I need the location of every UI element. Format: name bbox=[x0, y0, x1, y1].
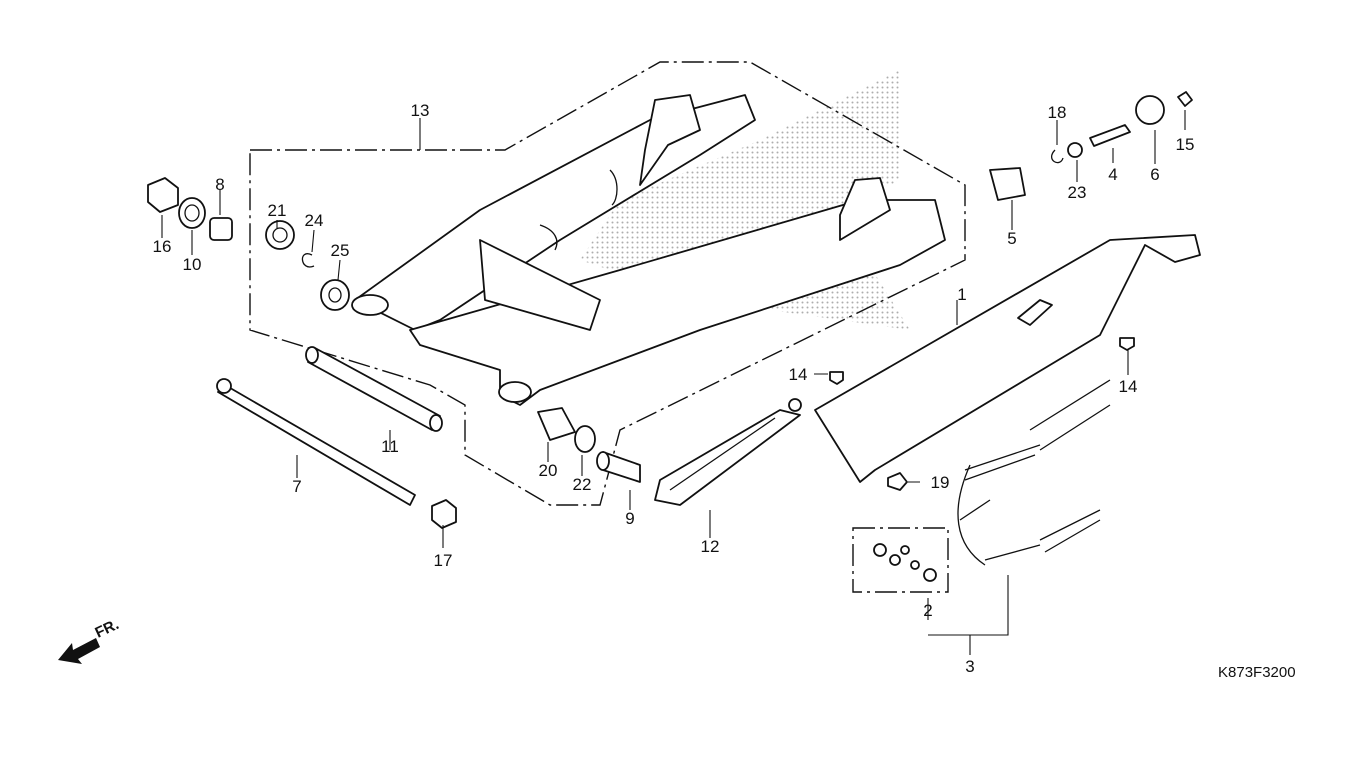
callout-leaders bbox=[161, 110, 1186, 655]
bushing-8 bbox=[209, 217, 233, 241]
callout-7: 7 bbox=[292, 477, 301, 496]
callout-10: 10 bbox=[183, 255, 202, 274]
collar-9 bbox=[596, 451, 641, 483]
adjust-spring-collar bbox=[178, 197, 206, 229]
callout-4: 4 bbox=[1108, 165, 1117, 184]
circlip-18 bbox=[1050, 149, 1064, 164]
adjust-nut bbox=[147, 177, 179, 213]
callout-24: 24 bbox=[305, 211, 324, 230]
pivot-collar bbox=[305, 346, 443, 432]
nut-15 bbox=[1177, 91, 1193, 107]
circlip-24 bbox=[301, 253, 315, 268]
screw-14-left bbox=[829, 371, 844, 385]
callout-1: 1 bbox=[957, 285, 966, 304]
front-arrow-icon: FR. bbox=[58, 616, 122, 664]
swingarm bbox=[351, 94, 946, 406]
callout-12: 12 bbox=[701, 537, 720, 556]
callout-11: 11 bbox=[381, 437, 399, 456]
callout-13: 13 bbox=[411, 101, 430, 120]
callout-16: 16 bbox=[153, 237, 172, 256]
pivot-bolt bbox=[216, 378, 416, 506]
dust-seal-21 bbox=[265, 220, 295, 250]
chain-slider bbox=[654, 398, 802, 506]
washer-23 bbox=[1067, 142, 1083, 158]
adjuster-6 bbox=[1135, 95, 1165, 125]
bolt-4 bbox=[1089, 124, 1131, 147]
pivot-nut bbox=[431, 499, 457, 529]
callout-14: 14 bbox=[789, 365, 808, 384]
callout-18: 18 bbox=[1048, 103, 1067, 122]
chain-joint-kit-outline bbox=[852, 527, 949, 593]
callout-15: 15 bbox=[1176, 135, 1195, 154]
callout-25: 25 bbox=[331, 241, 350, 260]
callout-labels: 1234567891011121314141516171819202122232… bbox=[153, 101, 1195, 676]
callout-20: 20 bbox=[539, 461, 558, 480]
bolt-19 bbox=[887, 472, 908, 491]
needle-bearing-20 bbox=[537, 407, 576, 441]
dust-seal-22 bbox=[574, 425, 596, 453]
drive-chain bbox=[957, 379, 1111, 566]
diagram-code: K873F3200 bbox=[1218, 664, 1296, 681]
callout-22: 22 bbox=[573, 475, 592, 494]
callout-17: 17 bbox=[434, 551, 453, 570]
callout-23: 23 bbox=[1068, 183, 1087, 202]
callout-8: 8 bbox=[215, 175, 224, 194]
callout-9: 9 bbox=[625, 509, 634, 528]
callout-19: 19 bbox=[931, 473, 950, 492]
callout-6: 6 bbox=[1150, 165, 1159, 184]
callout-21: 21 bbox=[268, 201, 287, 220]
callout-3: 3 bbox=[965, 657, 974, 676]
front-indicator-label: FR. bbox=[93, 616, 122, 642]
drive-chain-case bbox=[814, 234, 1201, 483]
screw-14-right bbox=[1119, 337, 1135, 351]
callout-5: 5 bbox=[1007, 229, 1016, 248]
chain-joint-kit bbox=[873, 543, 937, 582]
ball-bearing-25 bbox=[320, 279, 350, 311]
callout-14: 14 bbox=[1119, 377, 1138, 396]
stopper-5 bbox=[989, 167, 1026, 201]
callout-2: 2 bbox=[923, 601, 932, 620]
